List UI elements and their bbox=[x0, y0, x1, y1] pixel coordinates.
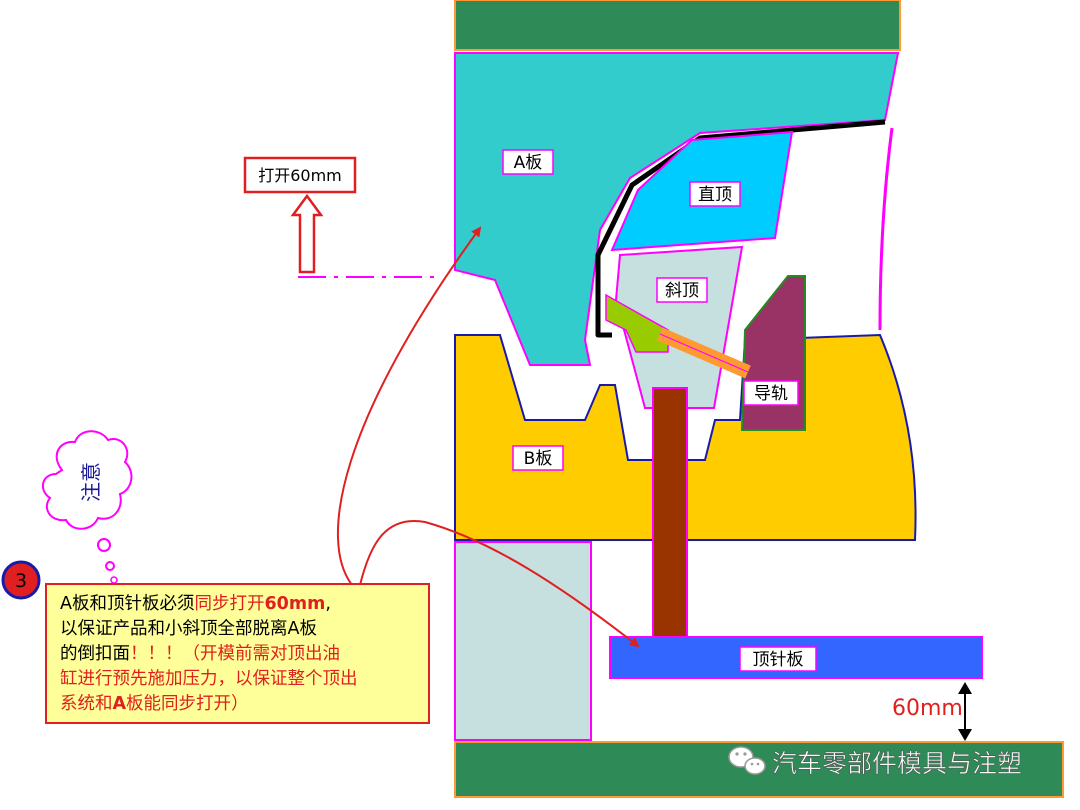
guide-rail-label: 导轨 bbox=[754, 384, 788, 404]
b-plate-label: B板 bbox=[524, 449, 553, 469]
note-line-3: 的倒扣面！！！（开模前需对顶出油 bbox=[60, 644, 340, 664]
product-part bbox=[595, 119, 886, 338]
callout-arrow-ejector-plate bbox=[359, 519, 640, 648]
ejector-plate-label: 顶针板 bbox=[753, 650, 804, 670]
note-line-4: 缸进行预先施加压力，以保证整个顶出 bbox=[60, 668, 358, 689]
note-line-2: 以保证产品和小斜顶全部脱离A板 bbox=[60, 619, 317, 639]
open-label-box bbox=[243, 156, 357, 194]
support-block bbox=[454, 541, 592, 741]
step-badge bbox=[1, 560, 41, 600]
note-line-1: A板和顶针板必须同步打开60mm, bbox=[60, 594, 331, 614]
guide-rail bbox=[740, 275, 806, 431]
ejector-pin bbox=[652, 387, 688, 661]
wechat-icon bbox=[728, 746, 766, 775]
angled-lifter-label: 斜顶 bbox=[665, 281, 699, 301]
open-label: 打开60mm bbox=[258, 166, 342, 185]
step-number: 3 bbox=[15, 570, 27, 592]
a-plate-label: A板 bbox=[514, 153, 543, 173]
callout-arrow-a-plate bbox=[337, 226, 482, 586]
cloud-text: 注意 bbox=[79, 462, 103, 502]
up-arrow-icon bbox=[290, 193, 324, 274]
distance-label: 60mm bbox=[892, 696, 963, 721]
straight-lifter-label: 直顶 bbox=[698, 185, 732, 205]
a-plate-right-outline bbox=[878, 127, 894, 331]
watermark-text: 汽车零部件模具与注塑 bbox=[772, 749, 1022, 778]
a-plate bbox=[454, 52, 900, 366]
thought-cloud: 注意 bbox=[41, 430, 133, 584]
note-line-5: 系统和A板能同步打开） bbox=[60, 694, 249, 714]
note-box bbox=[45, 583, 430, 724]
watermark: 汽车零部件模具与注塑 bbox=[728, 746, 1022, 778]
top-clamp-plate bbox=[454, 0, 901, 51]
